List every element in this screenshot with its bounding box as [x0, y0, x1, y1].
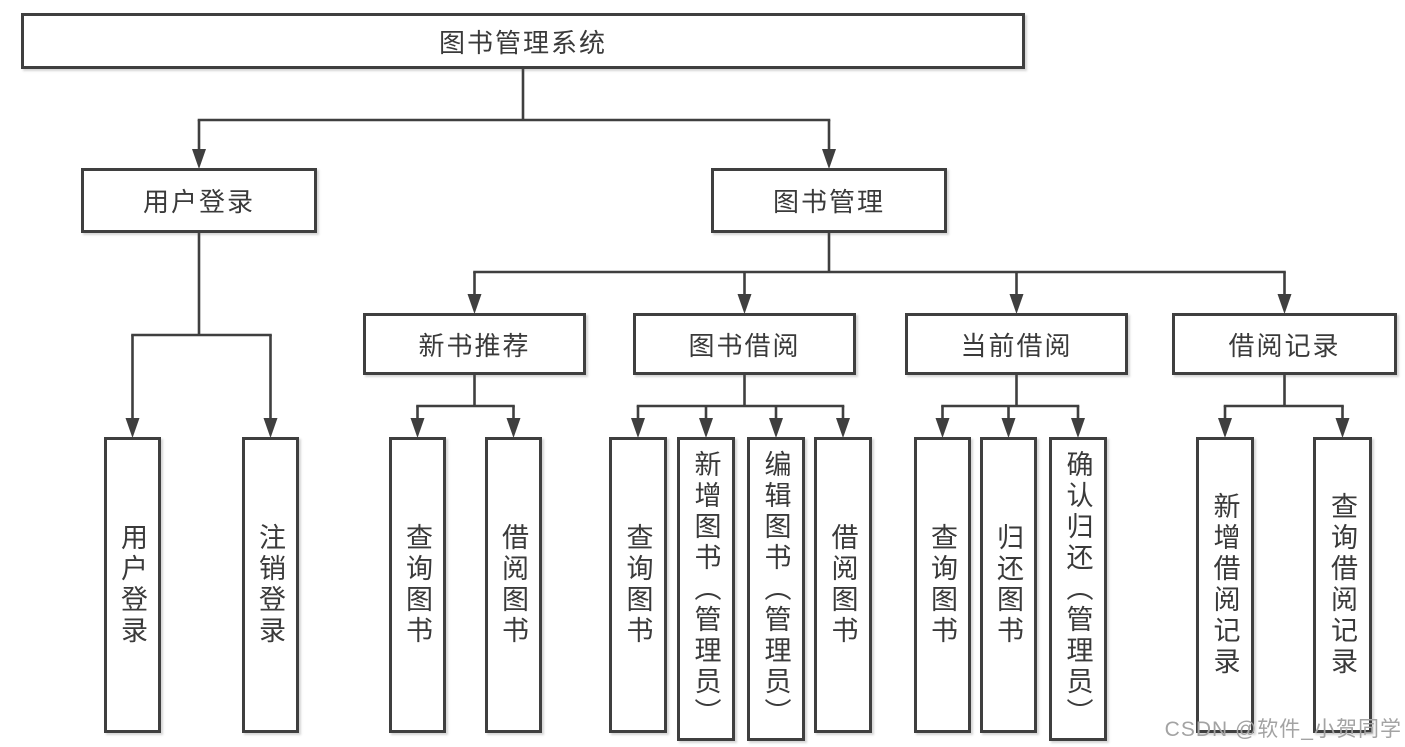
node-leaf-borrow-book-2: 借阅图书 — [814, 437, 872, 733]
node-leaf-query-book-3: 查询图书 — [914, 437, 971, 733]
node-label-leaf-query-book-2: 查询图书 — [622, 523, 653, 647]
node-label-leaf-return-book: 归还图书 — [993, 523, 1023, 647]
node-label-leaf-user-login: 用户登录 — [117, 523, 147, 647]
node-leaf-add-book: 新增图书（管理员） — [677, 437, 735, 741]
node-label-leaf-query-borrow-rec: 查询借阅记录 — [1327, 492, 1357, 678]
node-new-book-rec: 新书推荐 — [363, 313, 586, 375]
node-current-borrow: 当前借阅 — [905, 313, 1128, 375]
node-leaf-query-book-1: 查询图书 — [389, 437, 446, 733]
node-leaf-query-book-2: 查询图书 — [609, 437, 667, 733]
node-book-borrow: 图书借阅 — [633, 313, 856, 375]
node-label-current-borrow: 当前借阅 — [960, 330, 1073, 361]
node-label-root: 图书管理系统 — [438, 27, 607, 58]
node-leaf-query-borrow-rec: 查询借阅记录 — [1313, 437, 1372, 733]
node-leaf-edit-book: 编辑图书（管理员） — [747, 437, 805, 741]
node-label-new-book-rec: 新书推荐 — [418, 330, 531, 361]
node-leaf-borrow-book-1: 借阅图书 — [485, 437, 542, 733]
node-label-leaf-query-book-1: 查询图书 — [402, 523, 432, 647]
node-borrow-records: 借阅记录 — [1172, 313, 1397, 375]
node-label-book-borrow: 图书借阅 — [688, 330, 801, 361]
node-leaf-confirm-return: 确认归还（管理员） — [1049, 437, 1107, 741]
node-root: 图书管理系统 — [21, 13, 1025, 69]
node-label-borrow-records: 借阅记录 — [1228, 330, 1341, 361]
node-label-user-login: 用户登录 — [142, 187, 255, 217]
node-leaf-logout: 注销登录 — [242, 437, 299, 733]
node-label-leaf-borrow-book-2: 借阅图书 — [827, 523, 858, 647]
node-label-leaf-confirm-return: 确认归还（管理员） — [1062, 449, 1093, 729]
node-leaf-return-book: 归还图书 — [980, 437, 1037, 733]
node-leaf-user-login: 用户登录 — [104, 437, 161, 733]
node-label-leaf-borrow-book-1: 借阅图书 — [498, 523, 528, 647]
node-label-book-mgmt: 图书管理 — [772, 187, 885, 217]
node-label-leaf-logout: 注销登录 — [255, 523, 285, 647]
node-label-leaf-add-borrow-rec: 新增借阅记录 — [1209, 492, 1240, 678]
node-label-leaf-edit-book: 编辑图书（管理员） — [760, 449, 791, 729]
node-book-mgmt: 图书管理 — [711, 168, 947, 233]
node-user-login: 用户登录 — [81, 168, 317, 233]
node-leaf-add-borrow-rec: 新增借阅记录 — [1196, 437, 1254, 733]
node-label-leaf-add-book: 新增图书（管理员） — [690, 449, 721, 729]
node-label-leaf-query-book-3: 查询图书 — [927, 523, 957, 647]
